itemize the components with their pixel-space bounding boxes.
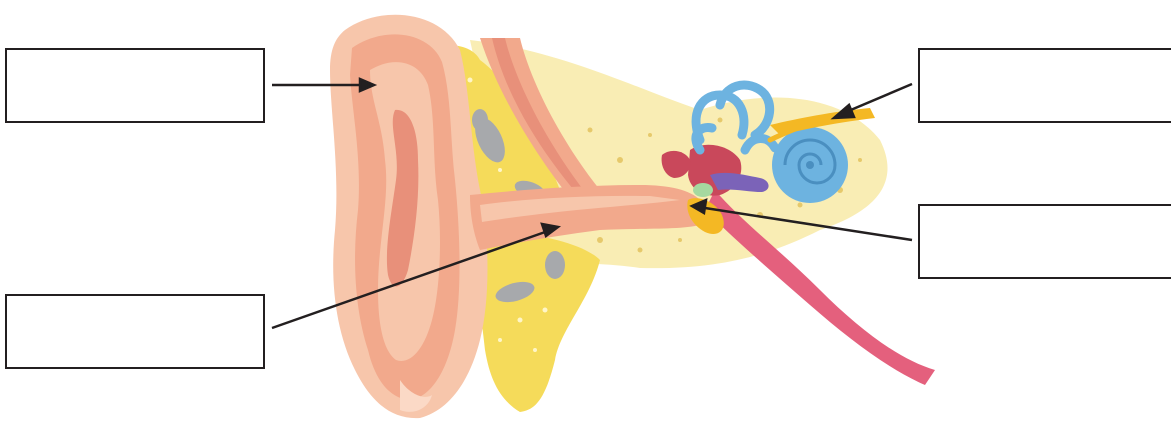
label-box-pinna[interactable] (5, 48, 265, 123)
cochlea (772, 127, 848, 203)
pinna (330, 15, 488, 418)
label-box-cochlear-nerve[interactable] (918, 48, 1171, 123)
leader-line-nerve (846, 84, 912, 112)
label-box-auditory-canal[interactable] (5, 294, 265, 369)
label-box-tympanic-membrane[interactable] (918, 204, 1171, 279)
